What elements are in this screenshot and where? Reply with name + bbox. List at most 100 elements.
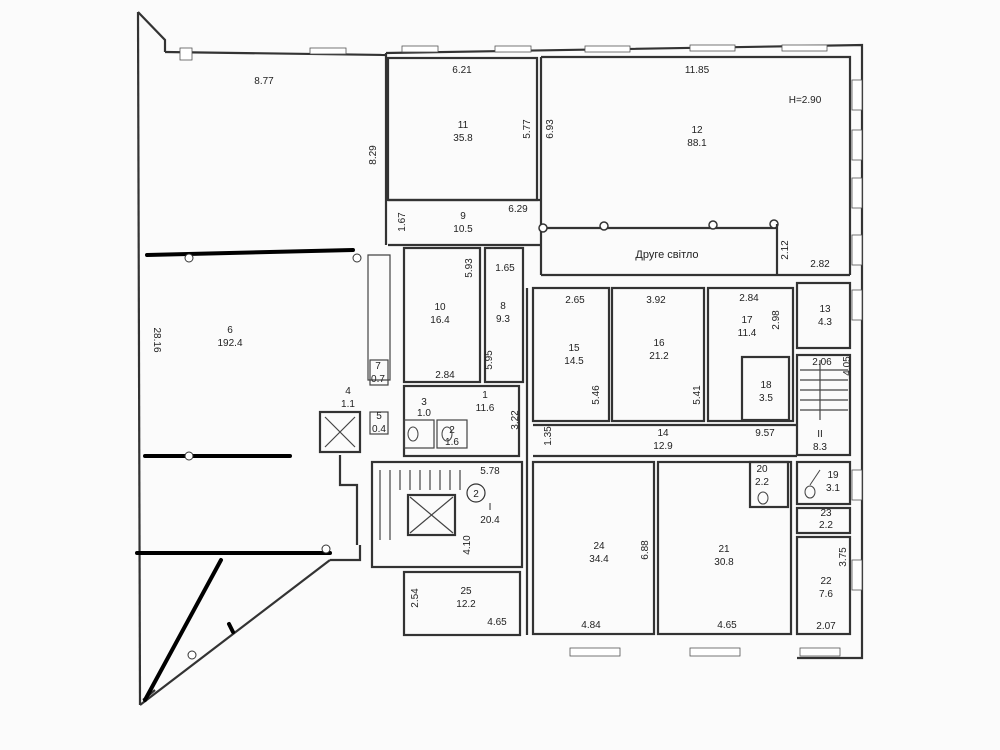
dimension: 2.82: [810, 259, 830, 270]
room-area: 8.3: [813, 442, 827, 453]
room-area: 9.3: [496, 314, 510, 325]
room-area: 3.1: [826, 483, 840, 494]
dimension: 4.10: [462, 535, 473, 555]
dimension: 2.84: [739, 293, 759, 304]
room-number: II: [817, 429, 823, 440]
dimension: 6.21: [452, 65, 472, 76]
sanitary-fixtures: [407, 426, 821, 505]
room-area: 20.4: [480, 515, 500, 526]
marker-lines: [135, 248, 362, 702]
stair-marker: [466, 483, 486, 503]
room-number: 19: [827, 470, 839, 481]
room-number: 20: [756, 464, 768, 475]
room-number: 9: [460, 211, 466, 222]
stair-marker-label: 2: [473, 489, 479, 500]
dimension: 5.95: [484, 350, 495, 370]
room-number: 2: [449, 425, 455, 436]
dimension-labels: 8.77 6.21 11.85 H=2.90 8.29 5.77 6.93 1.…: [151, 65, 853, 632]
room-area: 7.6: [819, 589, 833, 600]
windows: [179, 44, 863, 657]
dimension: 4.84: [581, 620, 601, 631]
dimension: 6.29: [508, 204, 528, 215]
room-area: 11.6: [476, 403, 495, 414]
room-number: 8: [500, 301, 506, 312]
dimension: 4.65: [487, 617, 507, 628]
room-area: 1.1: [341, 399, 355, 410]
dimension: 2.06: [812, 357, 832, 368]
dimension: 8.29: [368, 145, 379, 165]
dimension: 5.78: [480, 466, 500, 477]
room-number: 4: [345, 386, 351, 397]
dimension: 11.85: [685, 65, 710, 76]
dimension: 1.65: [495, 263, 515, 274]
room-area: 12.2: [456, 599, 476, 610]
second-light-label: Друге світло: [635, 249, 698, 261]
room-number: 1: [482, 390, 488, 401]
room-number: 6: [227, 325, 233, 336]
dimension: 5.93: [464, 258, 475, 278]
room-number: 15: [568, 343, 580, 354]
room-area: 12.9: [653, 441, 673, 452]
room-number: 22: [820, 576, 832, 587]
room-number: 12: [691, 125, 703, 136]
room-area: 1.6: [445, 437, 459, 448]
room-area: 192.4: [217, 338, 242, 349]
dimension: 4.65: [717, 620, 737, 631]
room-number: 25: [460, 586, 472, 597]
dimension: 5.77: [522, 119, 533, 139]
dimension: 3.75: [838, 547, 849, 567]
room-area: 0.7: [371, 374, 385, 385]
room-area: 35.8: [453, 133, 473, 144]
walls: [136, 11, 864, 706]
room-number: 5: [376, 411, 382, 422]
room-area: 2.2: [755, 477, 769, 488]
room-area: 10.5: [453, 224, 473, 235]
room-number: 17: [741, 315, 753, 326]
dimension: 2.65: [565, 295, 585, 306]
room-number: 16: [653, 338, 665, 349]
dimension: 3.92: [646, 295, 666, 306]
dimension: 6.93: [545, 119, 556, 139]
dimension: 1.67: [397, 212, 408, 232]
room-area: 88.1: [687, 138, 707, 149]
dimension: 4.05: [842, 356, 853, 376]
room-area: 4.3: [818, 317, 832, 328]
room-area: 14.5: [564, 356, 584, 367]
dimension: 9.57: [755, 428, 775, 439]
room-area: 11.4: [738, 328, 757, 339]
room-number: 14: [657, 428, 669, 439]
room-area: 0.4: [372, 424, 386, 435]
dimension: 3.22: [510, 410, 521, 430]
room-number: 18: [760, 380, 772, 391]
room-number: 24: [593, 541, 605, 552]
room-number: 23: [820, 508, 832, 519]
room-number: 13: [819, 304, 831, 315]
dimension: 6.88: [640, 540, 651, 560]
room-area: 3.5: [759, 393, 773, 404]
dimension: 5.41: [692, 385, 703, 405]
dimension: 2.84: [435, 370, 455, 381]
dimension: 2.98: [771, 310, 782, 330]
room-area: 2.2: [819, 520, 833, 531]
dimension: 5.46: [591, 385, 602, 405]
room-area: 34.4: [589, 554, 609, 565]
dimension: H=2.90: [789, 95, 822, 106]
room-labels: 6 192.4 11 35.8 12 88.1 9 10.5 10 16.4 8…: [217, 120, 840, 610]
dimension: 2.12: [780, 240, 791, 260]
dimension: 1.35: [543, 426, 554, 446]
dimension: 28.16: [151, 327, 162, 352]
room-number: I: [489, 502, 492, 513]
room-number: 21: [718, 544, 730, 555]
room-area: 30.8: [714, 557, 734, 568]
dimension: 2.07: [816, 621, 836, 632]
room-area: 16.4: [430, 315, 450, 326]
room-area: 1.0: [417, 408, 431, 419]
dimension: 8.77: [254, 76, 274, 87]
room-area: 21.2: [649, 351, 669, 362]
room-number: 3: [421, 397, 427, 408]
dimension: 2.54: [410, 588, 421, 608]
room-number: 10: [434, 302, 446, 313]
room-number: 11: [458, 120, 469, 131]
room-number: 7: [375, 361, 381, 372]
